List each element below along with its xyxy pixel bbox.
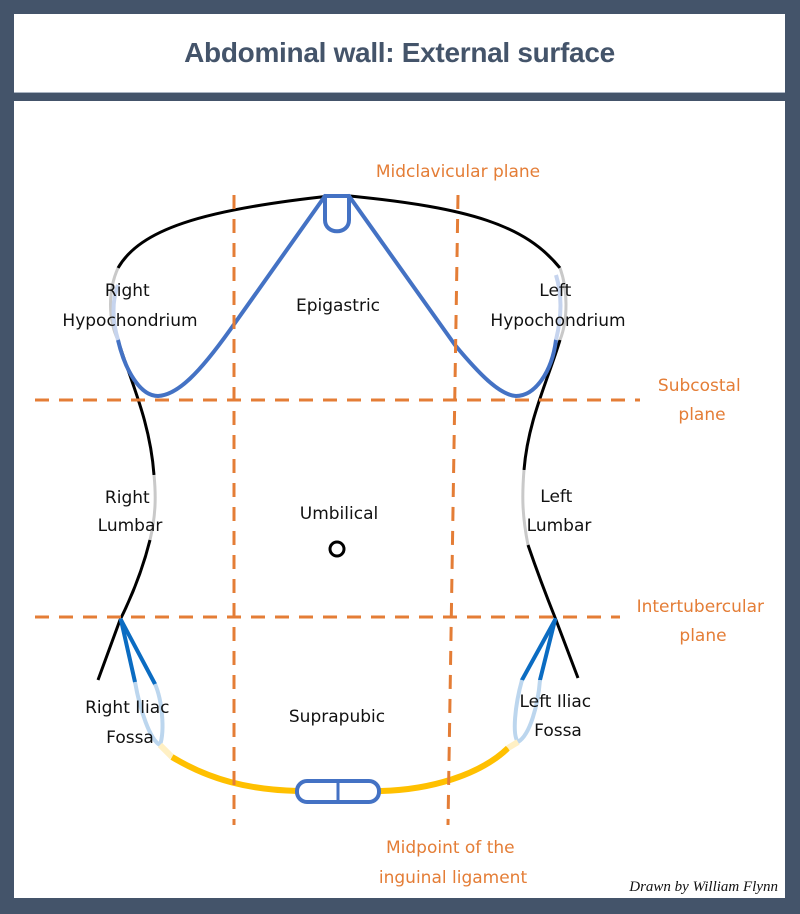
- umbilicus: [328, 540, 346, 558]
- label-left-iliac-fossa: Left Iliac Fossa: [519, 692, 596, 741]
- label-subcostal-plane: Subcostal plane: [658, 376, 746, 425]
- label-intertubercular-plane-line1: Intertubercular: [637, 597, 764, 617]
- label-right-lumbar-line1: Right: [105, 488, 150, 508]
- label-right-hypochondrium-line2: Hypochondrium: [62, 311, 197, 331]
- label-intertubercular-plane: Intertubercular plane: [637, 597, 770, 646]
- label-right-iliac-fossa-line1: Right Iliac: [85, 698, 169, 718]
- costal-margin-right: [116, 194, 327, 398]
- label-left-iliac-fossa-line1: Left Iliac: [519, 692, 591, 712]
- label-right-lumbar-line2: Lumbar: [98, 516, 163, 536]
- label-left-iliac-fossa-line2: Fossa: [534, 721, 582, 741]
- author-credit: Drawn by William Flynn: [628, 879, 778, 895]
- iliac-crest-left-outer: [538, 618, 557, 682]
- costal-margin-left-faint: [554, 274, 563, 341]
- label-right-lumbar: Right Lumbar: [98, 488, 163, 536]
- iliac-crest-right-faint: [133, 681, 165, 748]
- label-left-lumbar: Left Lumbar: [527, 487, 592, 536]
- label-suprapubic: Suprapubic: [289, 707, 385, 727]
- label-midinguinal-point-line2: inguinal ligament: [379, 868, 528, 888]
- inguinal-ligament-left-faint: [506, 739, 520, 751]
- body-outline-left-faint-upper: [558, 267, 568, 341]
- label-left-lumbar-line1: Left: [540, 487, 572, 507]
- title-panel: Abdominal wall: External surface: [14, 14, 785, 93]
- label-right-iliac-fossa-line2: Fossa: [106, 728, 154, 748]
- label-right-hypochondrium-line1: Right: [105, 281, 150, 301]
- midclavicular-line-left: [446, 194, 460, 826]
- body-outline-left-flank-faint: [521, 469, 530, 546]
- label-midclavicular-plane: Midclavicular plane: [376, 162, 540, 182]
- label-right-hypochondrium: Right Hypochondrium: [62, 281, 197, 331]
- label-left-lumbar-line2: Lumbar: [527, 516, 592, 536]
- body-outline-left-flank: [522, 339, 562, 471]
- label-midinguinal-point-line1: Midpoint of the: [386, 838, 515, 858]
- costal-margin-left: [347, 194, 558, 398]
- xiphoid-process: [323, 194, 351, 234]
- inguinal-ligament-right-faint: [157, 742, 175, 760]
- body-outline-right-flank-faint: [148, 474, 157, 541]
- page-title: Abdominal wall: External surface: [184, 37, 615, 68]
- label-left-hypochondrium-line2: Hypochondrium: [490, 311, 625, 331]
- diagram-panel: [14, 101, 785, 898]
- iliac-crest-left-inner: [520, 618, 557, 682]
- iliac-crest-right-outer: [119, 618, 137, 684]
- iliac-crest-right-inner: [119, 618, 157, 686]
- label-intertubercular-plane-line2: plane: [679, 626, 726, 646]
- label-epigastric: Epigastric: [296, 296, 380, 316]
- label-left-hypochondrium-line1: Left: [539, 281, 571, 301]
- label-subcostal-plane-line1: Subcostal: [658, 376, 741, 396]
- label-subcostal-plane-line2: plane: [678, 405, 725, 425]
- costal-margin-right-faint: [111, 284, 120, 341]
- label-left-hypochondrium: Left Hypochondrium: [490, 281, 625, 331]
- label-umbilical: Umbilical: [300, 504, 378, 524]
- label-right-iliac-fossa: Right Iliac Fossa: [85, 698, 175, 748]
- label-midinguinal-point: Midpoint of the inguinal ligament: [379, 838, 528, 888]
